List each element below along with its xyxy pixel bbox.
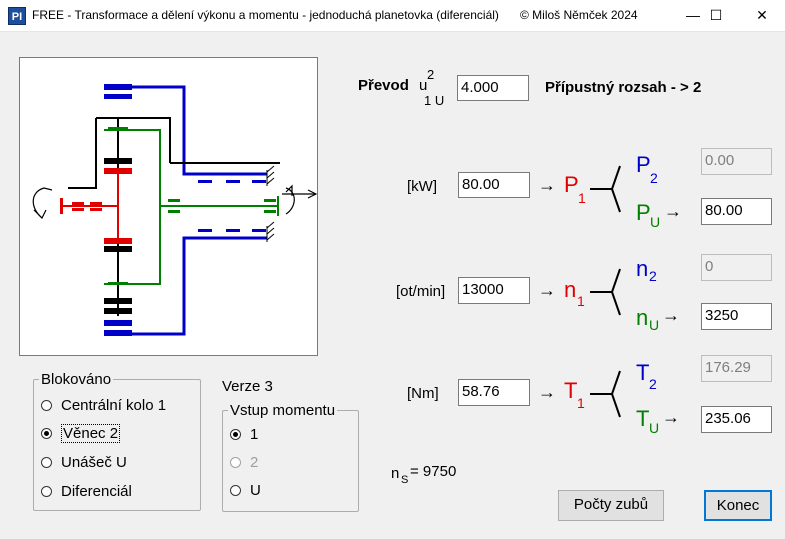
ns-subscript: S [401,474,409,486]
t1-subscript: 1 [577,395,585,411]
torque-input-group-title: Vstup momentu [228,402,338,419]
minimize-button[interactable]: — [670,0,716,31]
radio-carrier[interactable]: Unášeč U [41,454,127,471]
gear-schematic [32,84,318,336]
allowed-range-text: Přípustný rozsah - > 2 [545,79,702,96]
carrier-bearings [108,127,276,285]
radio-input-1[interactable]: 1 [230,426,258,443]
power-split-fork [590,165,621,213]
ratio-superscript: 2 [427,67,435,82]
t2-output[interactable]: 176.29 [701,355,772,382]
nu-symbol: n [636,305,649,330]
ring-gear-teeth [104,84,266,336]
tu-arrow: → [662,407,680,427]
close-icon: ✕ [756,7,768,23]
power-input[interactable]: 80.00 [458,172,530,198]
planetary-gear-diagram [19,57,318,356]
radio-differential-label: Diferenciál [61,483,132,500]
blocked-group-title: Blokováno [39,371,114,388]
speed-split-fork [590,268,621,316]
radio-carrier-label: Unášeč U [61,454,127,471]
p1-subscript: 1 [578,190,586,206]
tu-output[interactable]: 235.06 [701,406,772,433]
n2-output[interactable]: 0 [701,254,772,281]
t1-symbol: T [564,378,578,403]
torque-split-fork [590,370,621,418]
power-unit-label: [kW] [407,178,437,195]
n2-subscript: 2 [649,268,657,284]
p1-symbol: P [564,172,579,197]
speed-arrow: → [538,280,556,300]
planet-gears [104,158,132,314]
t2-symbol: T [636,360,650,385]
radio-ring-gear-label: Věnec 2 [61,424,121,443]
ratio-input[interactable]: 4.000 [457,75,529,101]
radio-input-1-label: 1 [250,426,259,443]
copyright-text: © Miloš Němček 2024 [520,8,638,22]
torque-input[interactable]: 58.76 [458,379,530,406]
speed-unit-label: [ot/min] [396,283,446,300]
planet-pins [68,117,280,316]
power-arrow: → [538,175,556,195]
p2-output[interactable]: 0.00 [701,148,772,175]
blocked-group [33,379,201,511]
n1-subscript: 1 [577,293,585,309]
radio-checked-icon [230,428,241,440]
radio-icon [41,399,52,411]
pu-arrow: → [664,201,682,221]
radio-sun-gear[interactable]: Centrální kolo 1 [41,397,166,414]
torque-arrow: → [538,382,556,402]
torque-unit-label: [Nm] [407,385,439,402]
speed-input[interactable]: 13000 [458,277,530,304]
tu-subscript: U [649,420,660,436]
ratio-subscript: 1 U [424,93,445,108]
maximize-icon: ☐ [709,7,723,23]
ring-gear [118,85,267,336]
p2-subscript: 2 [650,170,658,186]
version-label: Verze 3 [222,378,273,395]
nu-subscript: U [649,317,660,333]
radio-checked-icon [41,427,52,439]
nu-arrow: → [662,305,680,325]
t2-subscript: 2 [649,376,657,392]
sun-gear [60,168,132,244]
ns-value: = 9750 [410,463,457,480]
p2-symbol: P [636,152,651,177]
radio-input-2: 2 [230,454,258,471]
ratio-label: Převod [358,77,409,94]
n1-symbol: n [564,277,577,302]
end-button[interactable]: Konec [704,490,772,521]
pu-symbol: P [636,200,651,225]
radio-input-2-label: 2 [250,454,259,471]
radio-icon [230,484,241,496]
title-bar[interactable]: PI FREE - Transformace a dělení výkonu a… [0,0,785,32]
carrier [104,129,279,285]
radio-differential[interactable]: Diferenciál [41,483,132,500]
maximize-button[interactable]: ☐ [693,0,739,31]
window-title: FREE - Transformace a dělení výkonu a mo… [32,8,499,22]
pu-output[interactable]: 80.00 [701,198,772,225]
ns-symbol: n [391,465,400,482]
radio-ring-gear[interactable]: Věnec 2 [41,424,121,443]
radio-sun-gear-label: Centrální kolo 1 [61,397,167,414]
pu-subscript: U [650,214,661,230]
rotation-arrows [32,184,318,220]
ratio-u-symbol: u [419,77,428,94]
tu-symbol: T [636,406,650,431]
radio-icon [230,456,241,468]
minimize-icon: — [686,7,700,23]
radio-icon [41,485,52,497]
close-button[interactable]: ✕ [739,0,785,31]
radio-input-u-label: U [250,482,261,499]
app-icon: PI [8,7,26,25]
nu-output[interactable]: 3250 [701,303,772,330]
radio-icon [41,456,52,468]
sun-gear-shaft [60,168,119,240]
housing-hatch [266,165,275,242]
n2-symbol: n [636,256,649,281]
teeth-count-button[interactable]: Počty zubů [558,490,664,521]
radio-input-u[interactable]: U [230,482,261,499]
